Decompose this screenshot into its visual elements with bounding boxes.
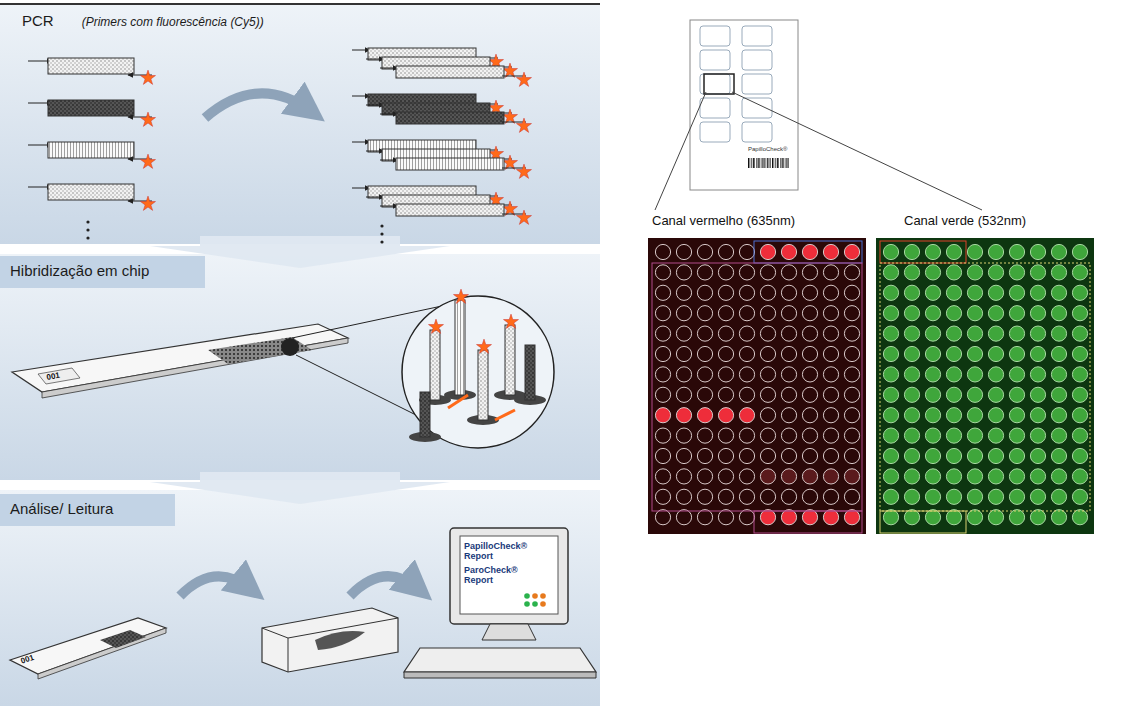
- screen-text: ParoCheck® Report: [464, 566, 534, 586]
- slide-number: 001: [20, 654, 35, 666]
- screen-text: PapilloCheck® Report: [464, 542, 534, 562]
- step-title: PCR: [22, 12, 54, 29]
- slide-number: 001: [46, 372, 61, 383]
- channel-label: Canal verde (532nm): [904, 214, 1026, 228]
- step-title: Análise/ Leitura: [10, 500, 113, 517]
- step-band: PCR (Primers com fluorescência (Cy5)): [22, 12, 264, 31]
- step-note: (Primers com fluorescência (Cy5)): [82, 15, 264, 29]
- step-band: Análise/ Leitura: [10, 500, 124, 519]
- step-band: Hibridização em chip: [10, 262, 160, 281]
- step-title: Hibridização em chip: [10, 262, 149, 279]
- channel-label: Canal vermelho (635nm): [652, 214, 795, 228]
- chip-brand: PapilloCheck®: [748, 146, 787, 153]
